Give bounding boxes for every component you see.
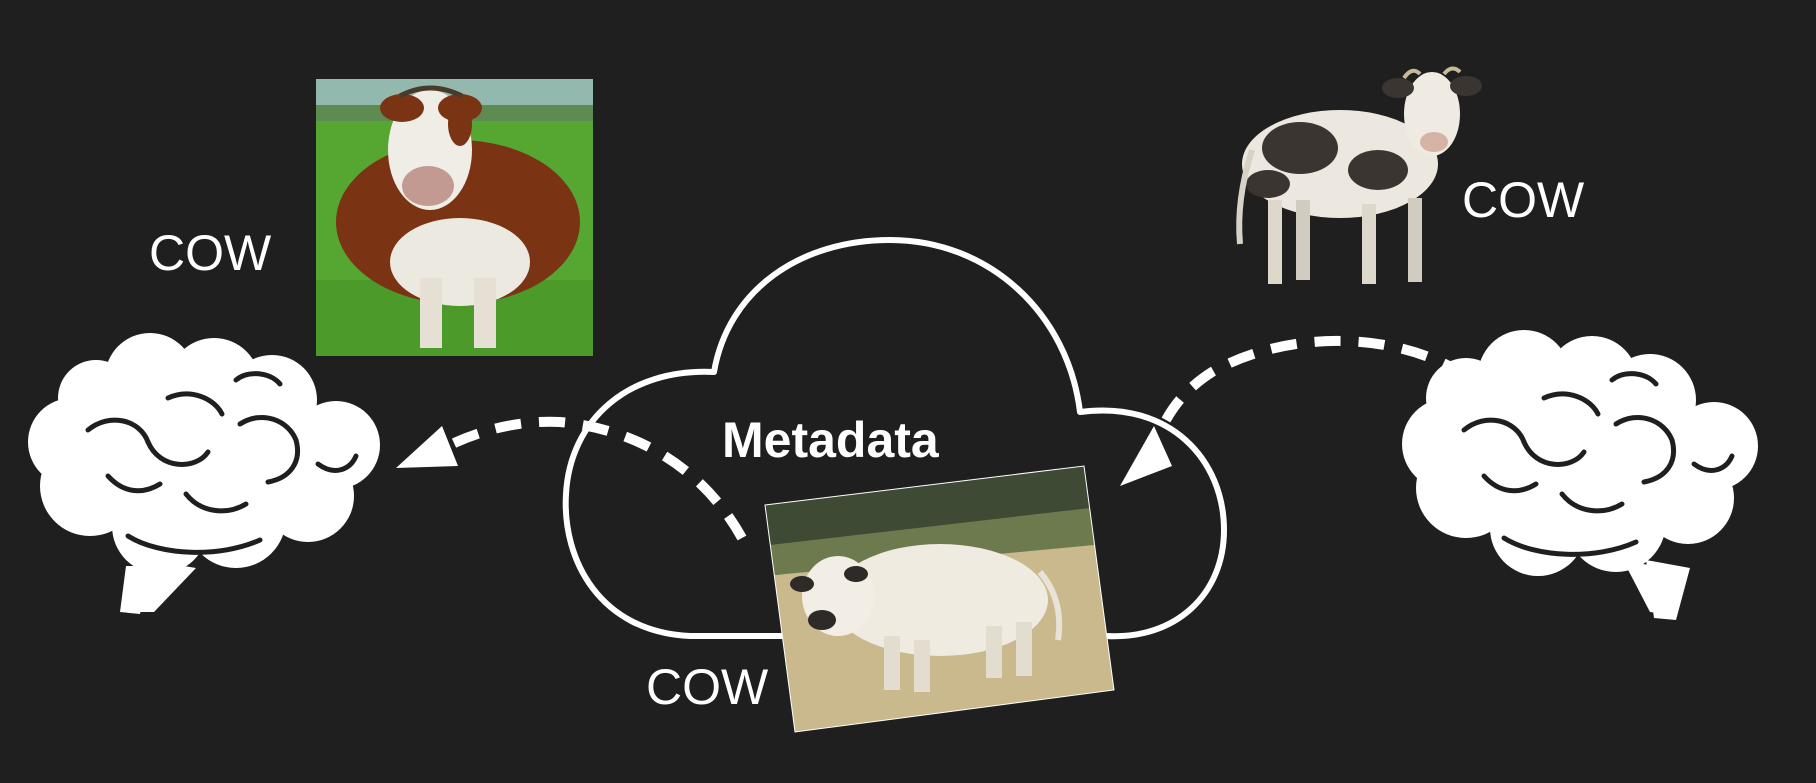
cow-label-bottom: COW — [646, 659, 769, 715]
cloud-outline — [562, 237, 1227, 640]
cow-label-left: COW — [149, 225, 272, 281]
white-bull-photo — [765, 466, 1114, 732]
brain-icon-left — [28, 333, 380, 614]
metadata-label: Metadata — [722, 412, 939, 468]
spotted-cow-photo — [1236, 66, 1482, 284]
arrowhead-icon — [396, 426, 458, 468]
arrow-cloud-to-left-brain — [396, 416, 747, 541]
arrowhead-icon — [1120, 426, 1172, 486]
white-bull-photo-frame — [764, 465, 1115, 733]
arrow-right-brain-to-cloud — [1120, 335, 1469, 486]
brown-cow-photo — [316, 79, 593, 356]
cow-label-right: COW — [1462, 172, 1585, 228]
brain-icon-right — [1402, 330, 1758, 620]
